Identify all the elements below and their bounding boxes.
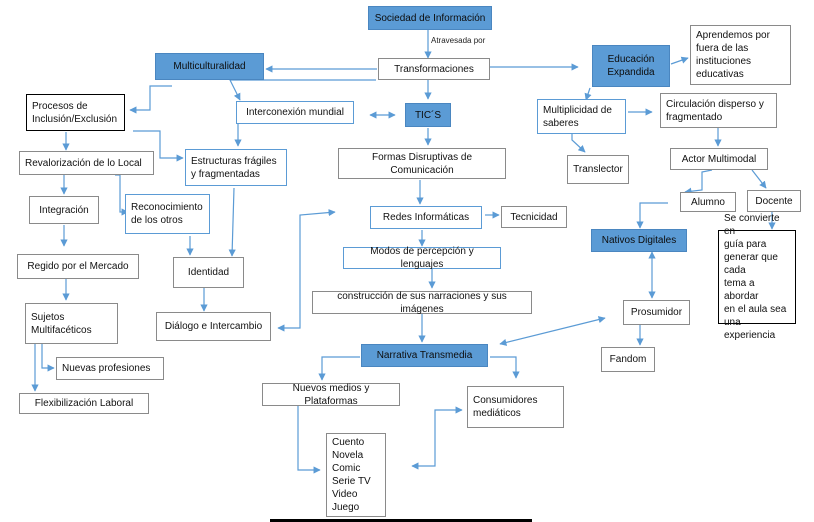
edge-transf-interconexion (229, 79, 376, 101)
edge-educacion-aprendemos (670, 56, 689, 65)
node-multiplicidad[interactable]: Multiplicidad de saberes (537, 99, 626, 134)
edge-procesos-estructuras (133, 130, 184, 162)
node-dialogo[interactable]: Diálogo e Intercambio (156, 312, 271, 341)
edge-actor-docente (751, 169, 767, 189)
edge-consumidores-formatos (411, 406, 463, 470)
node-tics[interactable]: TIC´S (405, 103, 451, 127)
edge-narrativa-nuevosmedios (318, 356, 360, 381)
node-alumno[interactable]: Alumno (680, 192, 736, 212)
edge-multicult-procesos (129, 85, 172, 114)
edge-actor-alumno (684, 169, 713, 195)
node-docente[interactable]: Docente (747, 190, 801, 212)
node-nativos-digitales[interactable]: Nativos Digitales (591, 229, 687, 252)
node-se-convierte[interactable]: Se convierte en guía para generar que ca… (718, 213, 796, 341)
node-nuevas-profesiones[interactable]: Nuevas profesiones (56, 357, 164, 380)
node-formatos[interactable]: Cuento Novela Comic Serie TV Video Juego (326, 433, 386, 517)
node-consumidores[interactable]: Consumidores mediáticos (467, 386, 564, 428)
node-educacion-expandida[interactable]: Educación Expandida (592, 45, 670, 87)
bottom-bar (270, 519, 532, 522)
edge-alumno-nativos (636, 202, 668, 229)
node-reconocimiento[interactable]: Reconocimiento de los otros (125, 194, 210, 234)
node-circulacion[interactable]: Circulación disperso y fragmentado (660, 93, 777, 128)
node-aprendemos[interactable]: Aprendemos por fuera de las institucione… (690, 25, 791, 85)
node-estructuras[interactable]: Estructuras frágiles y fragmentadas (185, 149, 287, 186)
edge-educacion-multiplicidad (584, 87, 592, 101)
node-regido-mercado[interactable]: Regido por el Mercado (17, 254, 139, 279)
node-redes-informaticas[interactable]: Redes Informáticas (370, 206, 482, 229)
node-formas-disruptivas[interactable]: Formas Disruptivas de Comunicación (338, 148, 506, 179)
edge-label-atravesada: Atravesada por (431, 36, 486, 45)
node-prosumidor[interactable]: Prosumidor (623, 300, 690, 325)
edge-estructuras-identidad (228, 187, 236, 257)
edge-narrativa-consumidores (490, 356, 520, 379)
node-nuevos-medios[interactable]: Nuevos medios y Plataformas (262, 383, 400, 407)
node-tecnicidad[interactable]: Tecnicidad (501, 206, 567, 228)
node-procesos[interactable]: Procesos de Inclusión/Exclusión (26, 94, 125, 131)
node-multiculturalidad[interactable]: Multiculturalidad (155, 53, 264, 80)
node-narrativa-transmedia[interactable]: Narrativa Transmedia (361, 344, 488, 367)
edge-multiplicidad-translector (571, 134, 586, 153)
node-fandom[interactable]: Fandom (601, 347, 655, 372)
node-flexibilizacion[interactable]: Flexibilización Laboral (19, 393, 149, 414)
node-translector[interactable]: Translector (567, 155, 629, 184)
node-construccion[interactable]: construcción de sus narraciones y sus im… (312, 291, 532, 315)
node-actor-multimodal[interactable]: Actor Multimodal (670, 148, 768, 170)
node-sujetos[interactable]: Sujetos Multifacéticos (25, 303, 118, 344)
node-transformaciones[interactable]: Transformaciones (378, 58, 490, 80)
node-sociedad-informacion[interactable]: Sociedad de Información (368, 6, 492, 30)
edge-nuevosmedios-formatos (297, 406, 321, 474)
node-identidad[interactable]: Identidad (173, 257, 244, 288)
node-revalorizacion[interactable]: Revalorización de lo Local (19, 151, 154, 175)
edge-dialogo-redes (277, 208, 336, 332)
node-interconexion[interactable]: Interconexión mundial (236, 101, 354, 124)
node-modos-percepcion[interactable]: Modos de percepción y lenguajes (343, 246, 501, 270)
edge-prosumidor-narrativa (499, 316, 606, 346)
edge-sujetos-nuevasprof (41, 344, 55, 372)
node-integracion[interactable]: Integración (29, 196, 99, 224)
edge-revalorizacion-reconocimiento (115, 174, 129, 216)
